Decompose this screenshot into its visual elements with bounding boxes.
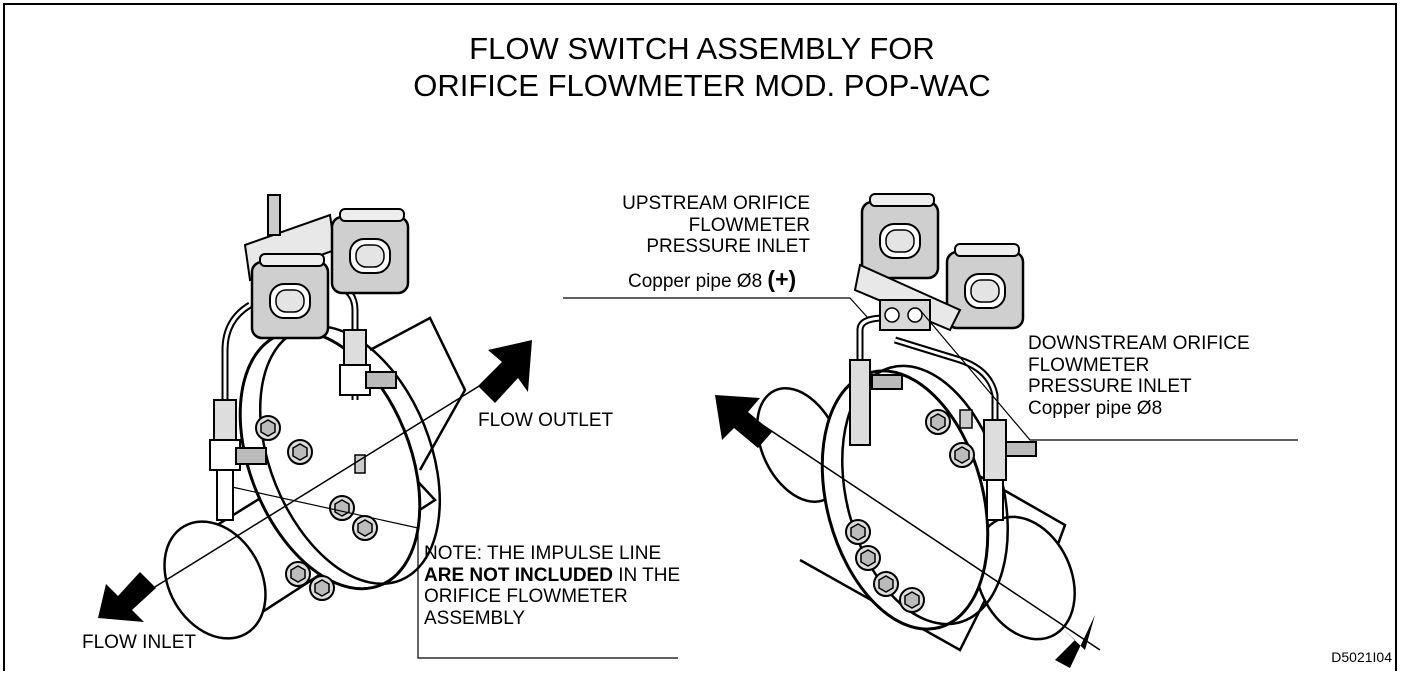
note-line-3: ORIFICE FLOWMETER [424, 586, 628, 607]
upstream-line-1: UPSTREAM ORIFICE [622, 193, 810, 214]
note-line-4: ASSEMBLY [424, 607, 526, 629]
note-line-2: ARE NOT INCLUDED IN THE [424, 565, 680, 587]
note-line-1: NOTE: THE IMPULSE LINE [424, 543, 662, 564]
flow-outlet-arrow [478, 340, 532, 403]
upstream-label: UPSTREAM ORIFICE FLOWMETER PRESSURE INLE… [540, 193, 810, 258]
downstream-line-2: FLOWMETER [1028, 354, 1150, 376]
upstream-line-3: PRESSURE INLET [646, 236, 810, 257]
right-assembly [755, 192, 1076, 652]
left-flow-switches [243, 194, 410, 340]
drawing-title: FLOW SWITCH ASSEMBLY FOR ORIFICE FLOWMET… [0, 30, 1404, 104]
leader-lines [231, 297, 1298, 659]
flow-outlet-label: FLOW OUTLET [478, 410, 614, 431]
note-emphasis: ARE NOT INCLUDED [424, 564, 613, 586]
downstream-line-4: Copper pipe Ø8 [1028, 397, 1163, 419]
right-outlet-arrow [715, 395, 772, 448]
upstream-pipe-label: Copper pipe Ø8 (+) [628, 266, 797, 293]
title-line-2: ORIFICE FLOWMETER MOD. POP-WAC [413, 68, 991, 103]
left-assembly [163, 194, 467, 640]
note-line-2-rest: IN THE [612, 564, 681, 586]
upstream-line-2: FLOWMETER [688, 214, 810, 236]
right-flow-switches [853, 192, 1025, 332]
upstream-plus-sign: (+) [767, 266, 797, 292]
flow-inlet-label: FLOW INLET [82, 632, 197, 653]
upstream-line-4: Copper pipe Ø8 [628, 271, 768, 292]
downstream-label: DOWNSTREAM ORIFICE FLOWMETER PRESSURE IN… [1028, 333, 1250, 419]
note-label: NOTE: THE IMPULSE LINE ARE NOT INCLUDED … [424, 543, 680, 629]
flow-arrows [98, 340, 1101, 668]
right-inlet-arrow [1055, 615, 1095, 668]
title-line-1: FLOW SWITCH ASSEMBLY FOR [469, 31, 935, 66]
left-flow-axis-line [149, 369, 506, 591]
left-pipe [163, 316, 467, 640]
drawing-frame [3, 3, 1397, 671]
drawing-code: D5021I04 [1331, 649, 1392, 665]
downstream-line-1: DOWNSTREAM ORIFICE [1028, 333, 1250, 354]
downstream-line-3: PRESSURE INLET [1028, 376, 1192, 397]
flow-inlet-arrow [98, 572, 156, 622]
right-flow-axis-line [739, 409, 1101, 651]
